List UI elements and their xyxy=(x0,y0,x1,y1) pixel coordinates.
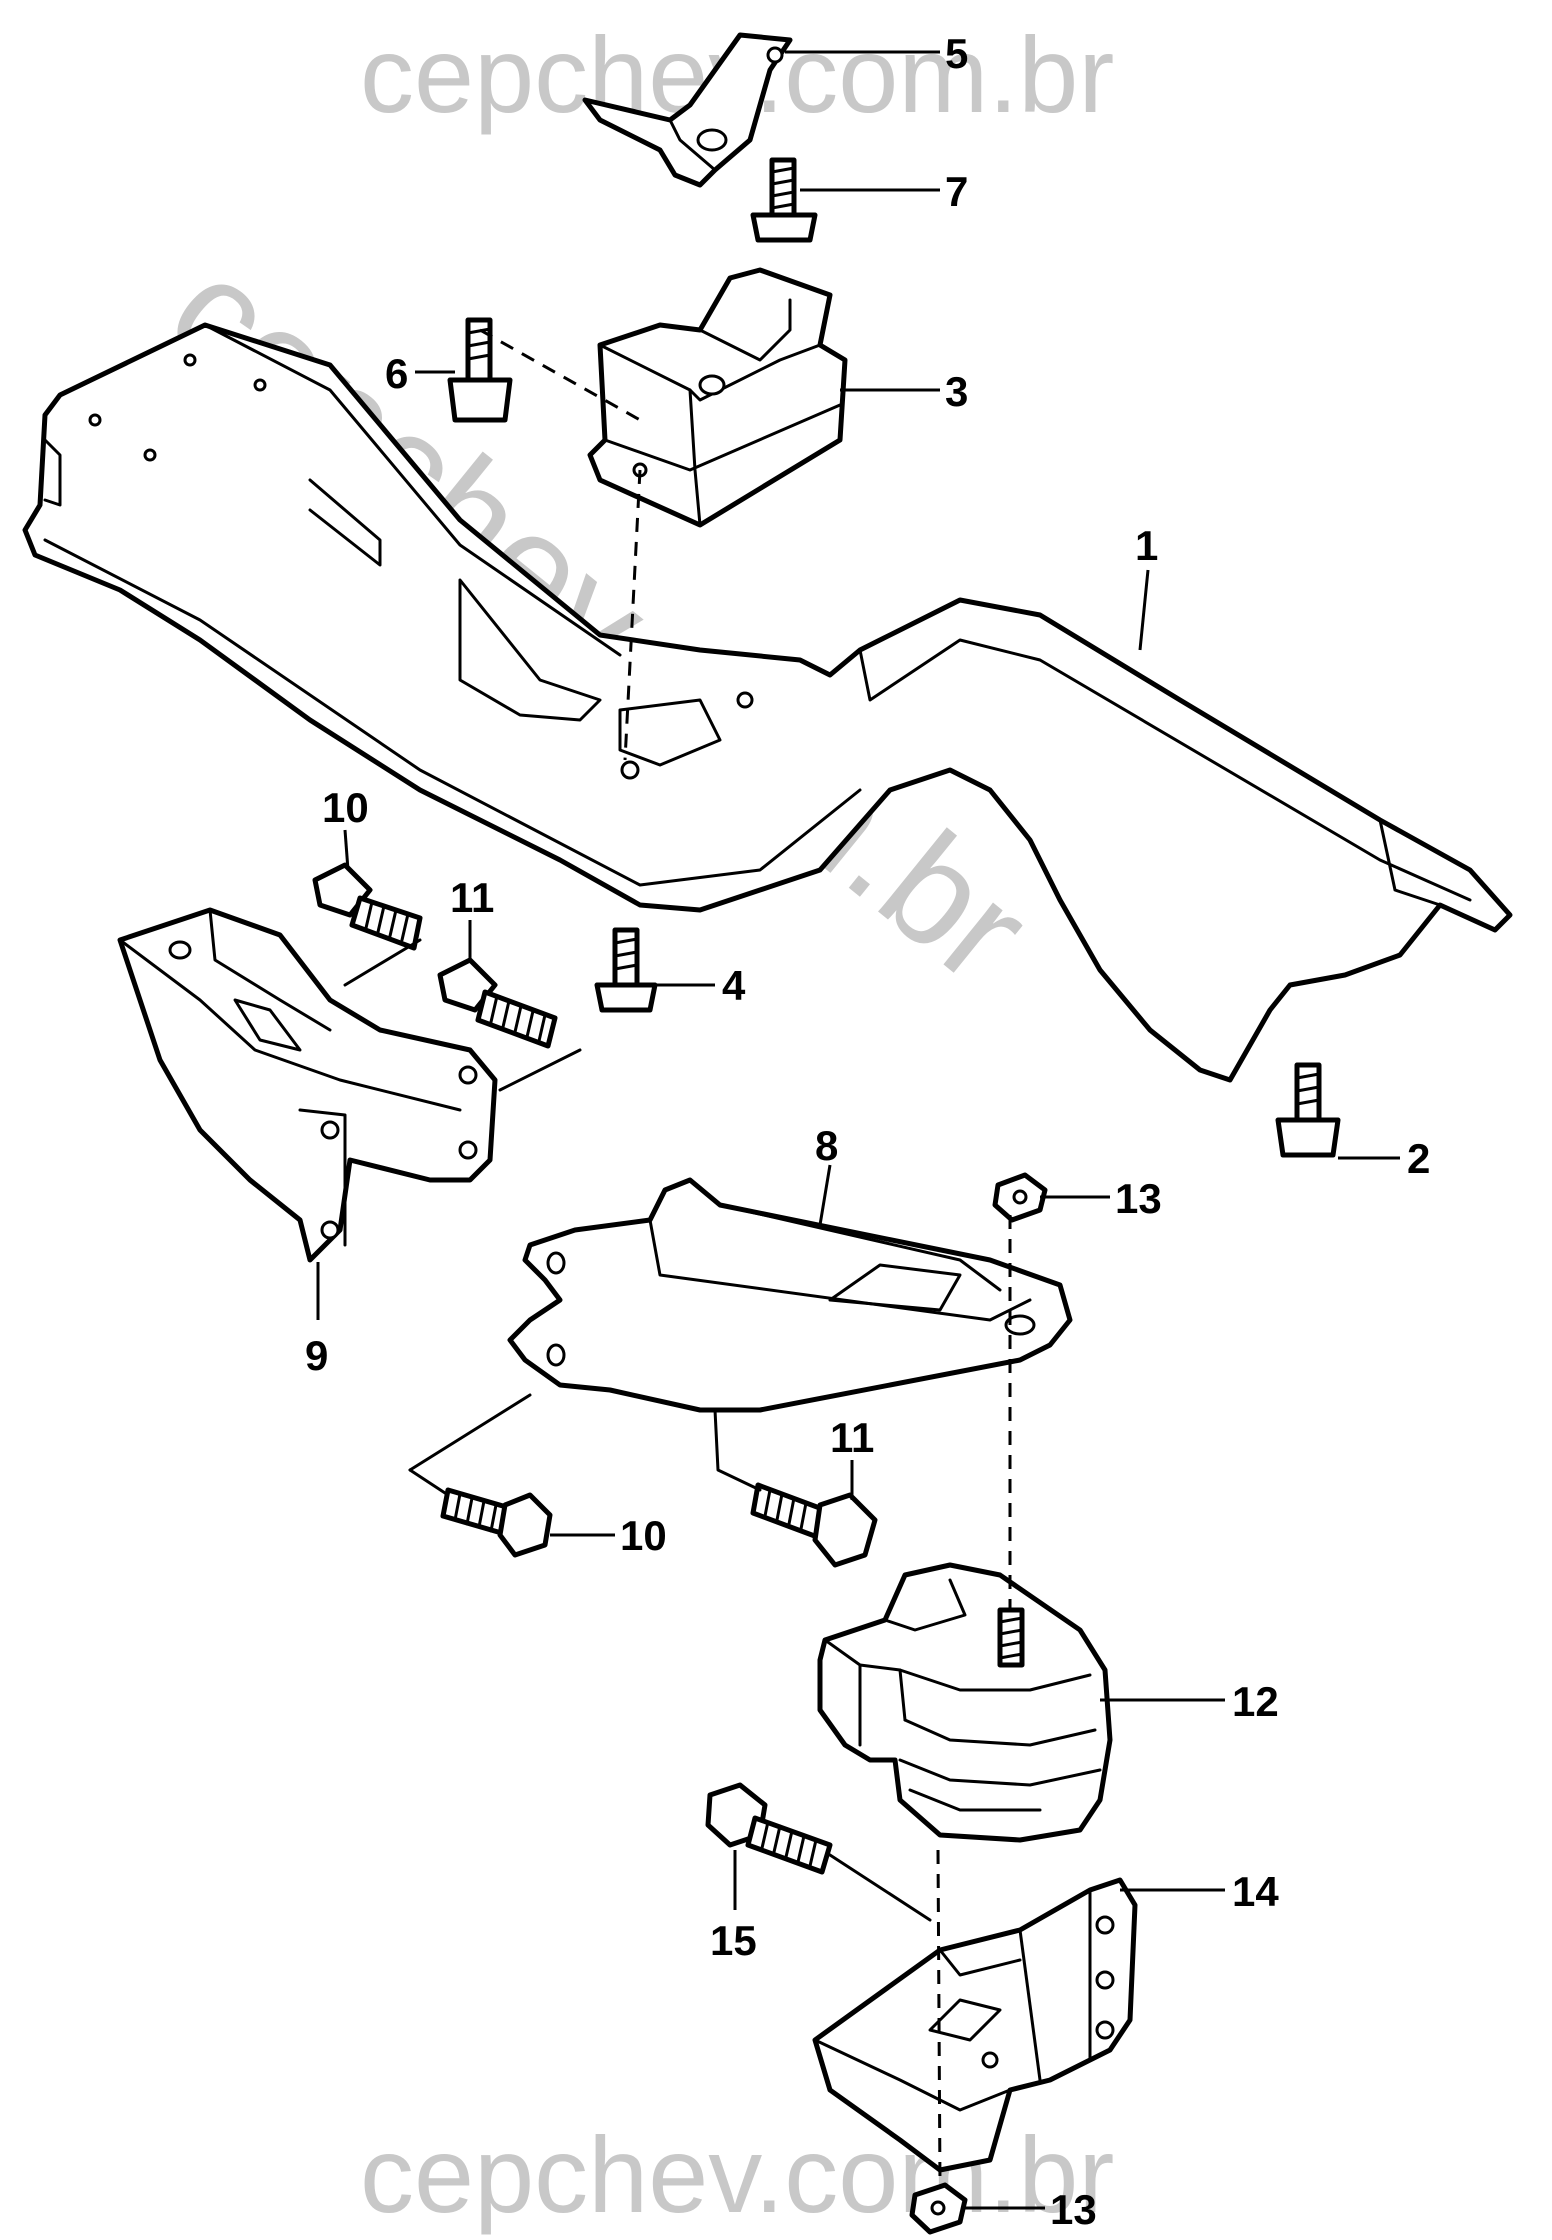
engine-mount-part-12 xyxy=(817,1562,1113,1843)
callout-14: 14 xyxy=(1232,1868,1279,1915)
bracket-part-5 xyxy=(582,32,793,188)
watermark-bottom: cepchev.com.br xyxy=(360,2114,1114,2235)
callout-5: 5 xyxy=(945,30,968,77)
callout-3: 3 xyxy=(945,368,968,415)
bolt-part-2 xyxy=(1275,1062,1341,1158)
callout-11-upper: 11 xyxy=(450,874,494,921)
callout-4: 4 xyxy=(722,962,746,1009)
callout-8: 8 xyxy=(815,1122,838,1169)
callout-15: 15 xyxy=(710,1917,757,1964)
bolt-part-6 xyxy=(447,317,513,423)
callout-2: 2 xyxy=(1407,1135,1430,1182)
callout-7: 7 xyxy=(945,168,968,215)
bolt-part-7 xyxy=(750,157,818,243)
bracket-part-9 xyxy=(117,907,498,1263)
nut-part-13-upper xyxy=(992,1172,1048,1223)
bolt-part-11-upper xyxy=(437,957,558,1049)
callout-13-upper: 13 xyxy=(1115,1175,1162,1222)
bolt-part-15 xyxy=(705,1782,833,1875)
bolt-part-10-lower xyxy=(440,1487,553,1558)
mount-part-3 xyxy=(587,267,848,528)
bolt-part-11-lower xyxy=(750,1482,878,1568)
leader-lines xyxy=(316,50,1400,2210)
callout-6: 6 xyxy=(385,350,408,397)
nut-part-13-lower xyxy=(909,2182,968,2235)
callout-10-lower: 10 xyxy=(620,1512,667,1559)
assembly-lines xyxy=(343,328,1012,2186)
crossmember-part-1 xyxy=(22,322,1513,1083)
bolt-part-10-upper xyxy=(312,862,423,951)
callout-9: 9 xyxy=(305,1332,328,1379)
bracket-part-14 xyxy=(812,1877,1138,2173)
callout-10-upper: 10 xyxy=(322,784,369,831)
bolt-part-4 xyxy=(594,927,658,1013)
callout-13-lower: 13 xyxy=(1050,2186,1097,2233)
callout-11-lower: 11 xyxy=(830,1414,874,1461)
callout-1: 1 xyxy=(1135,522,1158,569)
bracket-part-8 xyxy=(507,1177,1073,1413)
callout-12: 12 xyxy=(1232,1678,1279,1725)
